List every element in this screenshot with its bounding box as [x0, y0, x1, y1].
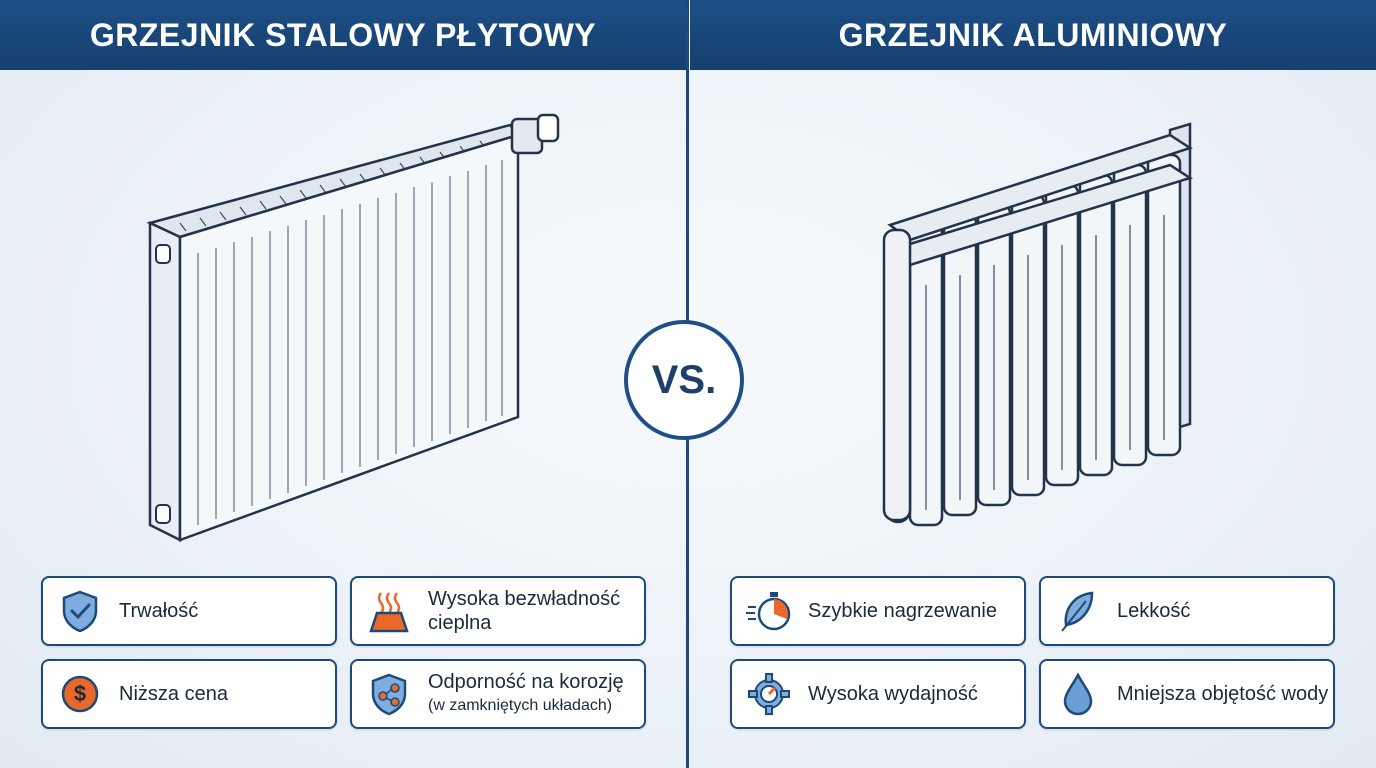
right-header: GRZEJNIK ALUMINIOWY — [690, 0, 1376, 70]
feature-card-corrosion-resistance: Odporność na korozję (w zamkniętych ukła… — [350, 659, 646, 729]
feature-card-lightness: Lekkość — [1039, 576, 1335, 646]
gear-speed-icon — [746, 671, 792, 717]
stopwatch-icon — [746, 588, 792, 634]
feature-label: Szybkie nagrzewanie — [808, 600, 997, 622]
feature-sublabel: (w zamkniętych układach) — [428, 697, 613, 714]
vs-badge: VS. — [624, 320, 744, 440]
feature-label: Wysoka wydajność — [808, 683, 978, 705]
feature-card-durability: Trwałość — [41, 576, 337, 646]
feature-label: Trwałość — [119, 600, 199, 622]
dollar-coin-icon: $ — [57, 671, 103, 717]
feature-card-less-water: Mniejsza objętość wody — [1039, 659, 1335, 729]
left-header: GRZEJNIK STALOWY PŁYTOWY — [0, 0, 686, 70]
water-drop-icon — [1055, 671, 1101, 717]
svg-text:$: $ — [74, 681, 86, 706]
heat-retention-icon — [366, 588, 412, 634]
feature-label-group: Odporność na korozję (w zamkniętych ukła… — [428, 670, 624, 718]
shield-check-icon — [57, 588, 103, 634]
feature-label: Mniejsza objętość wody — [1117, 683, 1329, 705]
steel-panel-radiator-illustration — [146, 113, 560, 543]
feature-card-fast-heating: Szybkie nagrzewanie — [730, 576, 1026, 646]
feature-card-lower-price: $ Niższa cena — [41, 659, 337, 729]
feature-label: Lekkość — [1117, 600, 1191, 622]
feature-card-thermal-inertia: Wysoka bezwładność cieplna — [350, 576, 646, 646]
feature-card-high-efficiency: Wysoka wydajność — [730, 659, 1026, 729]
feature-label: Wysoka bezwładność cieplna — [428, 588, 621, 634]
aluminium-radiator-illustration — [882, 122, 1193, 527]
feature-label: Odporność na korozję — [428, 671, 624, 693]
feature-label: Niższa cena — [119, 683, 228, 705]
feather-icon — [1055, 588, 1101, 634]
corrosion-shield-icon — [366, 671, 412, 717]
